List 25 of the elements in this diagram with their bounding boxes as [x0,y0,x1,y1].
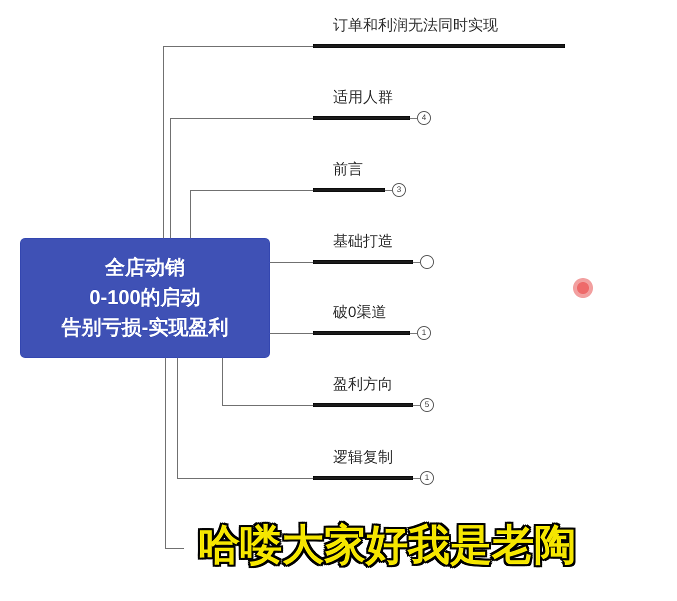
topic-label: 破0渠道 [333,304,386,322]
topic-box [20,238,270,358]
count-badge: 1 [420,471,434,485]
connector-line [170,118,314,238]
connector-line [270,262,314,263]
heading-text: 告别亏损-实现盈利 [62,316,228,341]
topic-label: 基础打造 [333,233,393,251]
connector-line [270,333,314,334]
connector-line [190,190,314,238]
count-badge: 1 [417,326,431,340]
connector-line [165,358,184,549]
topic-label: 逻辑复制 [333,449,393,467]
connector-line [222,358,314,406]
topic-label: 适用人群 [333,89,393,107]
connector-line [177,358,314,479]
connector-line [163,46,314,238]
count-badge: 4 [417,111,431,125]
heading-text: 0-100的启动 [89,286,201,311]
heading-text: 全店动销 [105,256,185,281]
topic-label: 订单和利润无法同时实现 [333,17,498,35]
count-badge: 3 [392,183,406,197]
count-badge: 5 [420,398,434,412]
topic-label: 盈利方向 [333,376,393,394]
topic-label: 前言 [333,161,363,179]
subtitle-text: 哈喽大家好我是老陶 [198,520,576,570]
